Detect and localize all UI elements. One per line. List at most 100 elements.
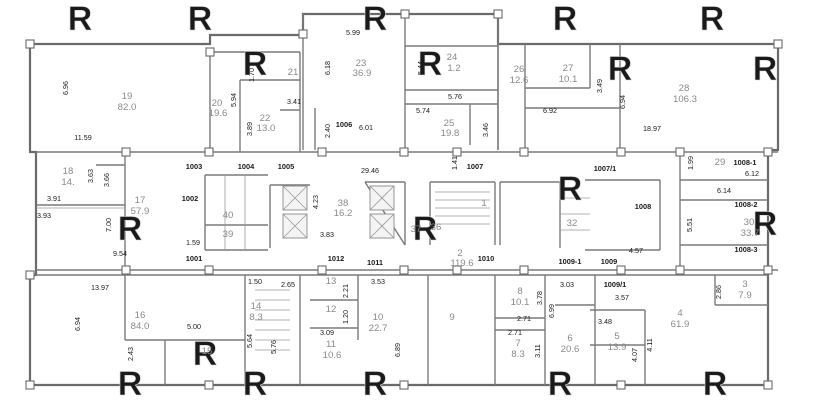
plan-label-a-19-6: 19.6 — [209, 108, 228, 119]
plan-label-r-16: 16 — [135, 310, 146, 321]
outer-wall — [28, 12, 780, 387]
plan-label-a-61-9: 61.9 — [671, 319, 690, 330]
plan-label-r-3: 3 — [742, 279, 747, 290]
column — [25, 380, 35, 390]
plan-label-d-3-41: 3.41 — [287, 97, 301, 106]
plan-label-a-12-6: 12.6 — [510, 75, 529, 86]
plan-label-r-22: 22 — [260, 113, 271, 124]
column — [763, 380, 773, 390]
plan-label-d-13-97: 13.97 — [91, 283, 109, 292]
plan-label-r-5: 5 — [614, 331, 619, 342]
plan-label-d-5-76: 5.76 — [448, 92, 462, 101]
plan-label-r-19: 19 — [122, 91, 133, 102]
plan-label-r-6: 6 — [567, 333, 572, 344]
plan-label-d-6-94-b: 6.94 — [73, 317, 82, 331]
plan-label-d-4-23: 4.23 — [311, 195, 320, 209]
column — [400, 9, 410, 19]
column — [399, 265, 409, 275]
watermark-logo: R — [118, 365, 143, 403]
plan-label-d-5-64: 5.64 — [245, 334, 254, 348]
plan-label-c-1009: 1009 — [601, 257, 617, 266]
column — [25, 39, 35, 49]
column — [452, 147, 462, 157]
plan-label-r-17: 17 — [135, 195, 146, 206]
plan-label-c-1008-1: 1008-1 — [733, 158, 756, 167]
plan-label-a-19-8: 19.8 — [441, 128, 460, 139]
watermark-logo: R — [548, 365, 573, 403]
plan-label-a-13-9: 13.9 — [608, 342, 627, 353]
column — [399, 380, 409, 390]
plan-label-c-1008: 1008 — [635, 202, 651, 211]
plan-label-c-1008-2: 1008-2 — [734, 200, 757, 209]
column — [399, 147, 409, 157]
plan-label-a-106-3: 106.3 — [673, 94, 697, 105]
plan-label-r-9: 9 — [449, 312, 454, 323]
plan-label-d-1-50: 1.50 — [248, 277, 262, 286]
plan-label-c-1003: 1003 — [186, 162, 202, 171]
plan-label-d-5-51: 5.51 — [685, 218, 694, 232]
watermark-logo: R — [553, 0, 578, 38]
watermark-logo: R — [68, 0, 93, 38]
plan-label-c-1006: 1006 — [336, 120, 352, 129]
plan-label-d-2-86: 2.86 — [714, 285, 723, 299]
plan-label-a-10-1: 10.1 — [559, 74, 578, 85]
plan-label-d-2-40: 2.40 — [323, 124, 332, 138]
column — [773, 39, 783, 49]
plan-label-r-40: 40 — [223, 210, 234, 221]
plan-label-r-8: 8 — [517, 286, 522, 297]
plan-label-c-1009-1: 1009-1 — [558, 257, 581, 266]
plan-label-d-5-76-b: 5.76 — [269, 340, 278, 354]
column — [519, 147, 529, 157]
plan-label-d-3-78: 3.78 — [535, 291, 544, 305]
watermark-logo: R — [243, 45, 268, 83]
plan-label-d-3-89: 3.89 — [245, 122, 254, 136]
plan-label-d-3-11: 3.11 — [533, 344, 542, 357]
plan-label-d-2-43: 2.43 — [126, 347, 135, 361]
plan-label-a-36-9: 36.9 — [353, 68, 372, 79]
plan-label-r-12: 12 — [326, 304, 337, 315]
plan-label-r-11: 11 — [326, 339, 336, 350]
plan-label-d-2-65: 2.65 — [281, 280, 295, 289]
elevator-cross — [369, 213, 395, 239]
plan-label-d-11-59: 11.59 — [74, 133, 91, 142]
plan-label-a-57-9: 57.9 — [131, 206, 150, 217]
plan-label-a-119-6: 119.6 — [450, 258, 473, 269]
plan-label-d-5-99: 5.99 — [346, 28, 360, 37]
plan-label-d-1-20: 1.20 — [341, 310, 350, 324]
plan-label-r-24: 24 — [447, 52, 458, 63]
plan-label-d-6-96: 6.96 — [61, 81, 70, 95]
watermark-logo: R — [188, 0, 213, 38]
plan-label-d-2-71-a: 2.71 — [517, 314, 531, 323]
plan-label-r-29: 29 — [715, 157, 726, 168]
plan-label-d-4-11: 4.11 — [645, 338, 654, 351]
plan-label-a-8-3: 8.3 — [249, 312, 262, 323]
column — [616, 265, 626, 275]
watermark-logo: R — [703, 365, 728, 403]
plan-label-a-8-3-b: 8.3 — [511, 349, 524, 360]
plan-label-a-22-7: 22.7 — [369, 323, 388, 334]
plan-label-c-1007: 1007 — [467, 162, 483, 171]
plan-label-a-13-0: 13.0 — [257, 123, 276, 134]
watermark-logo: R — [193, 335, 218, 373]
plan-label-r-10: 10 — [373, 312, 384, 323]
watermark-logo: R — [363, 0, 388, 38]
plan-label-d-18-97: 18.97 — [643, 124, 661, 133]
walls — [25, 9, 783, 390]
elevator-cross — [282, 185, 308, 211]
column — [519, 265, 529, 275]
plan-label-d-9-54: 9.54 — [113, 249, 127, 258]
plan-label-d-3-57: 3.57 — [615, 293, 629, 302]
column — [675, 147, 685, 157]
plan-label-r-14: 14 — [251, 301, 262, 312]
plan-label-c-1008-3: 1008-3 — [734, 245, 757, 254]
watermark-logo: R — [418, 45, 443, 83]
watermark-logo: R — [753, 50, 778, 88]
watermark-logo: R — [753, 205, 778, 243]
plan-label-c-1011: 1011 — [367, 258, 383, 267]
plan-label-r-38: 38 — [338, 198, 349, 209]
plan-label-a-24: 1.2 — [447, 63, 460, 74]
plan-label-r-37: 37 — [411, 224, 422, 235]
plan-label-d-3-91: 3.91 — [47, 194, 61, 203]
